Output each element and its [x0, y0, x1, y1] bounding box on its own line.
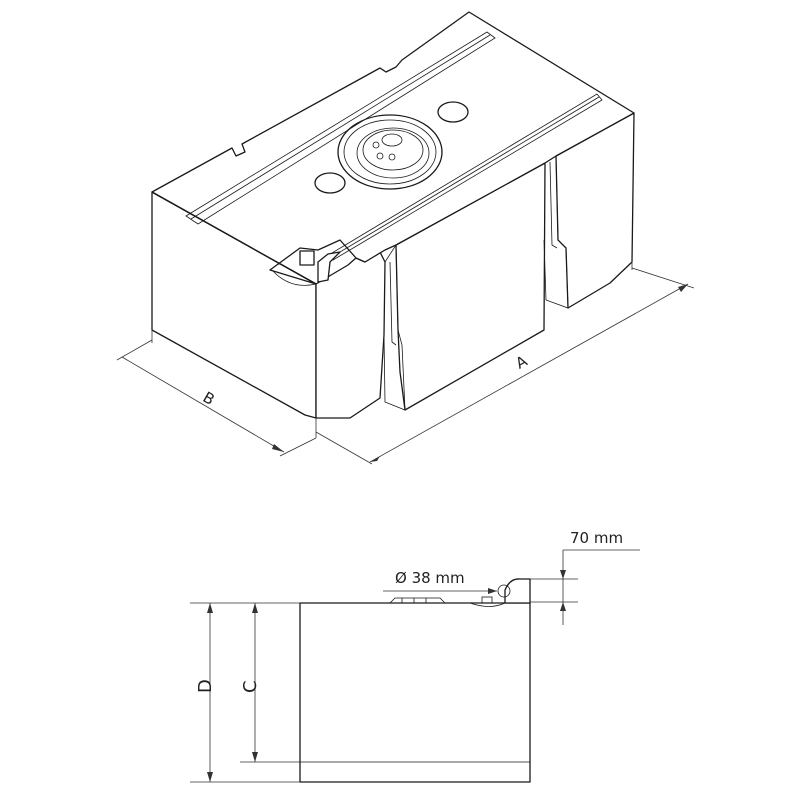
dimension-d-label: D [195, 679, 216, 693]
fitting-height-label: 70 mm [570, 529, 623, 547]
dimension-fitting-height: 70 mm [530, 529, 640, 625]
fitting-diameter-label: Ø 38 mm [395, 569, 465, 587]
fitting-side-icon [481, 578, 531, 604]
isometric-tank-view: A B [116, 11, 695, 465]
side-elevation-view: D C 70 mm Ø 38 mm [190, 529, 640, 783]
rail-left [185, 31, 496, 225]
tank-side-outline [299, 602, 531, 783]
dimension-c-label: C [240, 680, 261, 693]
port-front-icon [314, 172, 346, 194]
dimension-d: D [190, 602, 300, 783]
dimension-fitting-diameter: Ø 38 mm [383, 569, 497, 594]
dimension-c: C [240, 603, 300, 763]
fill-fitting-icon [271, 250, 341, 286]
port-back-icon [437, 101, 469, 123]
tank-top-face [151, 11, 635, 285]
filler-cap-icon [337, 114, 443, 190]
dimension-a-label: A [513, 352, 531, 373]
dimension-b-label: B [200, 388, 218, 409]
